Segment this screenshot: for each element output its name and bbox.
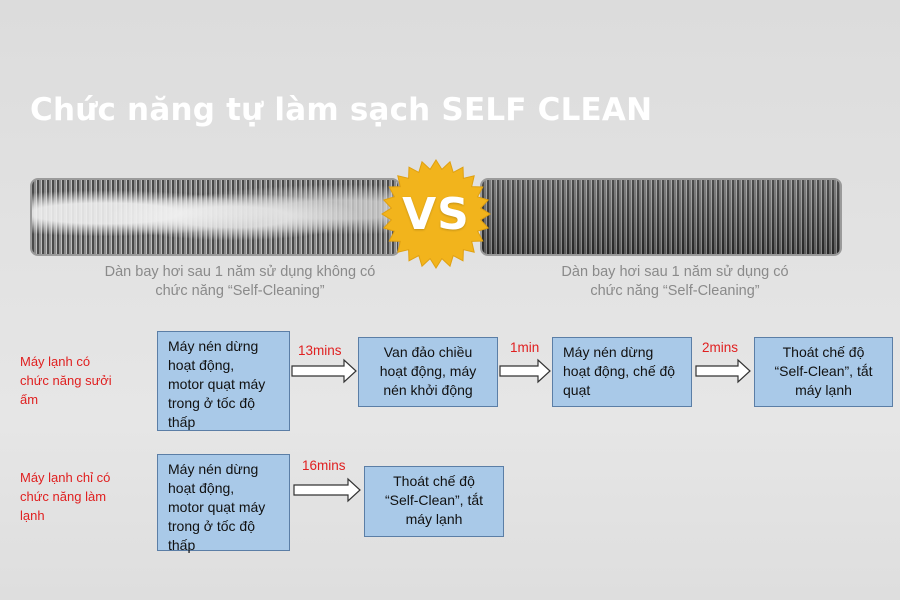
vs-label: VS <box>402 188 470 240</box>
step-line: Máy nén dừng <box>563 344 654 360</box>
step-line: “Self-Clean”, tắt <box>774 363 873 379</box>
step-box-reversing-valve: Van đảo chiều hoạt động, máy nén khởi độ… <box>358 337 498 407</box>
step-line: Thoát chế độ <box>782 344 865 360</box>
step-line: Máy nén dừng <box>168 461 259 477</box>
row-label-line: Máy lạnh chỉ có <box>20 470 111 485</box>
step-box-compressor-stop: Máy nén dừng hoạt động, motor quạt máy t… <box>157 331 290 431</box>
arrow-right-icon <box>695 358 751 384</box>
caption-line: chức năng “Self-Cleaning” <box>155 283 325 299</box>
step-line: motor quạt máy <box>168 376 266 392</box>
step-line: trong ở tốc độ <box>168 518 256 534</box>
step-line: nén khởi động <box>383 382 473 398</box>
step-line: máy lạnh <box>795 382 852 398</box>
step-line: Máy nén dừng <box>168 338 259 354</box>
caption-line: chức năng “Self-Cleaning” <box>590 283 760 299</box>
step-line: quạt <box>563 382 591 398</box>
caption-line: Dàn bay hơi sau 1 năm sử dụng không có <box>104 264 376 280</box>
step-box-exit-self-clean: Thoát chế độ “Self-Clean”, tắt máy lạnh <box>754 337 893 407</box>
row-label-line: chức năng làm <box>20 489 107 504</box>
caption-without-self-clean: Dàn bay hơi sau 1 năm sử dụng không có c… <box>60 263 420 301</box>
step-line: Thoát chế độ <box>393 473 475 489</box>
row-label-line: lạnh <box>20 508 45 523</box>
step-line: Van đảo chiều <box>383 344 473 360</box>
duration-label: 2mins <box>702 340 739 355</box>
step-line: trong ở tốc độ <box>168 395 256 411</box>
row-label-heating-model: Máy lạnh có chức năng sưởi ấm <box>20 352 140 409</box>
row-label-cooling-only-model: Máy lạnh chỉ có chức năng làm lạnh <box>20 468 140 525</box>
duration-label: 16mins <box>302 458 346 473</box>
duration-label: 13mins <box>298 343 342 358</box>
step-line: thấp <box>168 414 196 430</box>
step-box-fan-mode: Máy nén dừng hoạt động, chế độ quạt <box>552 337 692 407</box>
step-line: “Self-Clean”, tắt <box>384 492 484 508</box>
arrow-right-icon <box>293 477 361 503</box>
step-line: máy lạnh <box>405 511 463 527</box>
arrow-right-icon <box>499 358 551 384</box>
step-line: hoạt động, chế độ <box>563 363 676 379</box>
step-line: motor quạt máy <box>168 499 266 515</box>
dirty-coil-image <box>30 178 400 256</box>
row-label-line: Máy lạnh có <box>20 354 91 369</box>
row-label-line: chức năng sưởi <box>20 373 112 388</box>
row-label-line: ấm <box>20 392 39 407</box>
step-line: hoạt động, <box>168 357 235 373</box>
vs-starburst-icon <box>381 159 491 269</box>
step-line: thấp <box>168 537 196 553</box>
duration-label: 1min <box>510 340 540 355</box>
clean-coil-image <box>480 178 842 256</box>
step-box-exit-self-clean: Thoát chế độ “Self-Clean”, tắt máy lạnh <box>364 466 504 537</box>
page-title: Chức năng tự làm sạch SELF CLEAN <box>30 92 653 128</box>
arrow-right-icon <box>291 358 357 384</box>
caption-line: Dàn bay hơi sau 1 năm sử dụng có <box>561 264 789 280</box>
step-box-compressor-stop: Máy nén dừng hoạt động, motor quạt máy t… <box>157 454 290 553</box>
caption-with-self-clean: Dàn bay hơi sau 1 năm sử dụng có chức nă… <box>520 263 830 301</box>
step-line: hoạt động, <box>168 480 235 496</box>
step-line: hoạt động, máy <box>379 363 477 379</box>
